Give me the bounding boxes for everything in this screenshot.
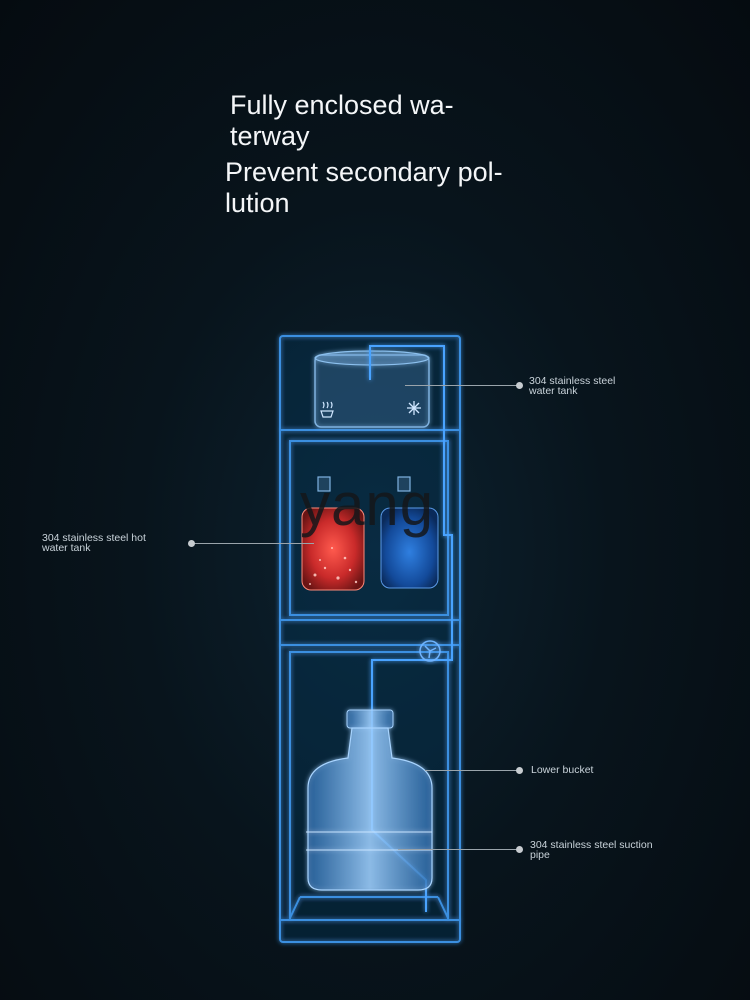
top-water-tank xyxy=(314,350,430,428)
dot-lower-bucket xyxy=(516,767,523,774)
hot-water-tank xyxy=(301,507,365,591)
dot-suction-pipe xyxy=(516,846,523,853)
dot-water-tank xyxy=(516,382,523,389)
snowflake-icon xyxy=(407,401,421,415)
pump-fan-icon xyxy=(419,640,441,662)
label-suction-pipe: 304 stainless steel suction pipe xyxy=(530,839,653,861)
leader-hot-tank xyxy=(194,543,314,544)
headline-line-2: Prevent secondary pol- lution xyxy=(225,157,503,218)
dot-hot-tank xyxy=(188,540,195,547)
steam-cup-icon xyxy=(320,401,334,418)
label-lower-bucket: Lower bucket xyxy=(531,764,594,776)
cold-water-tank xyxy=(380,507,439,589)
leader-water-tank xyxy=(405,385,517,386)
leader-lower-bucket xyxy=(425,770,517,771)
label-hot-tank: 304 stainless steel hot water tank xyxy=(42,532,146,554)
faucet-connectors xyxy=(317,476,411,492)
headline-line-1: Fully enclosed wa- terway xyxy=(230,90,454,151)
leader-suction-pipe xyxy=(398,849,517,850)
label-water-tank: 304 stainless steel water tank xyxy=(529,375,616,397)
watermark-text: yang xyxy=(300,471,435,538)
